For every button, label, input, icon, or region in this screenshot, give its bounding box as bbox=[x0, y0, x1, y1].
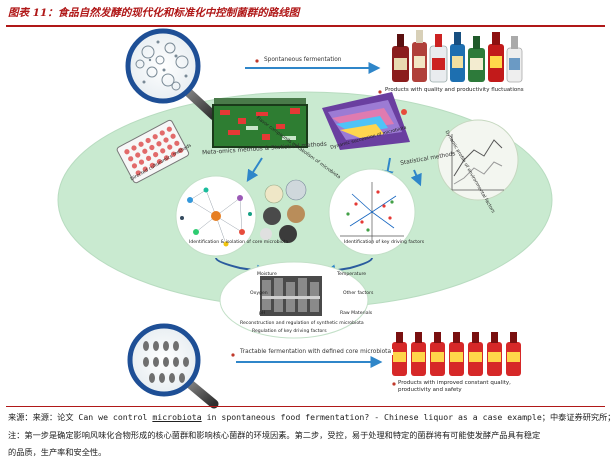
flavor-metabolism-heatmap bbox=[212, 98, 308, 148]
consistent-products-bottles-icon bbox=[392, 332, 521, 376]
source-note: 来源：来源：论文 Can we control microbiota in sp… bbox=[8, 411, 611, 423]
spontaneous-fermentation-label: Spontaneous fermentation bbox=[262, 57, 344, 63]
isolated-cultures-dishes bbox=[260, 179, 307, 243]
title-rule bbox=[6, 25, 605, 27]
environmental-factors-profile bbox=[437, 119, 519, 201]
factor-oxygen-label: Oxygen bbox=[250, 291, 268, 296]
source-suffix: in spontaneous food fermentation? - Chin… bbox=[201, 412, 611, 422]
identification-driving-label: Identification of key driving factors bbox=[344, 240, 425, 245]
directed-culturomics-plate bbox=[116, 119, 190, 184]
spontaneous-microbiota-magnifier-icon bbox=[125, 28, 219, 121]
dynamic-succession-chart bbox=[322, 92, 410, 150]
footer-rule bbox=[6, 406, 605, 407]
note-line-2: 的品质，生产率和安全性。 bbox=[8, 447, 107, 457]
factor-raw-materials-label: Raw Materials bbox=[340, 311, 373, 316]
factor-ph-label: pH bbox=[259, 311, 266, 316]
fluctuating-products-bottles-icon bbox=[392, 30, 523, 83]
source-prefix: 来源：来源：论文 Can we control bbox=[8, 412, 153, 422]
factor-temperature-label: Temperature bbox=[337, 272, 367, 277]
fluctuating-products-label: Products with quality and productivity f… bbox=[385, 87, 524, 93]
note-line-1: 注：第一步是确定影响风味化合物形成的核心菌群和影响核心菌群的环境因素。第二步，受… bbox=[8, 430, 541, 440]
source-underlined: microbiota bbox=[152, 412, 202, 422]
tractable-fermentation-label: Tractable fermentation with defined core… bbox=[238, 349, 393, 355]
factor-moisture-label: Moisture bbox=[257, 272, 277, 277]
regulation-label: Regulation of key driving factors bbox=[252, 329, 327, 334]
constant-products-text: Products with improved constant quality,… bbox=[398, 380, 511, 393]
core-microbiota-network bbox=[175, 175, 257, 257]
factor-other-label: Other factors bbox=[343, 291, 374, 296]
constant-products-label: Products with improved constant quality,… bbox=[398, 380, 538, 394]
defined-microbiota-magnifier-icon bbox=[127, 323, 219, 409]
identification-core-label: Identification & isolation of core micro… bbox=[189, 240, 289, 245]
reconstruction-label: Reconstruction and regulation of synthet… bbox=[240, 321, 364, 326]
figure-title: 图表 11：食品自然发酵的现代化和标准化中控制菌群的路线图 bbox=[8, 7, 300, 19]
key-driving-factors-plot bbox=[328, 168, 416, 256]
environmental-factors-oval bbox=[219, 261, 369, 339]
